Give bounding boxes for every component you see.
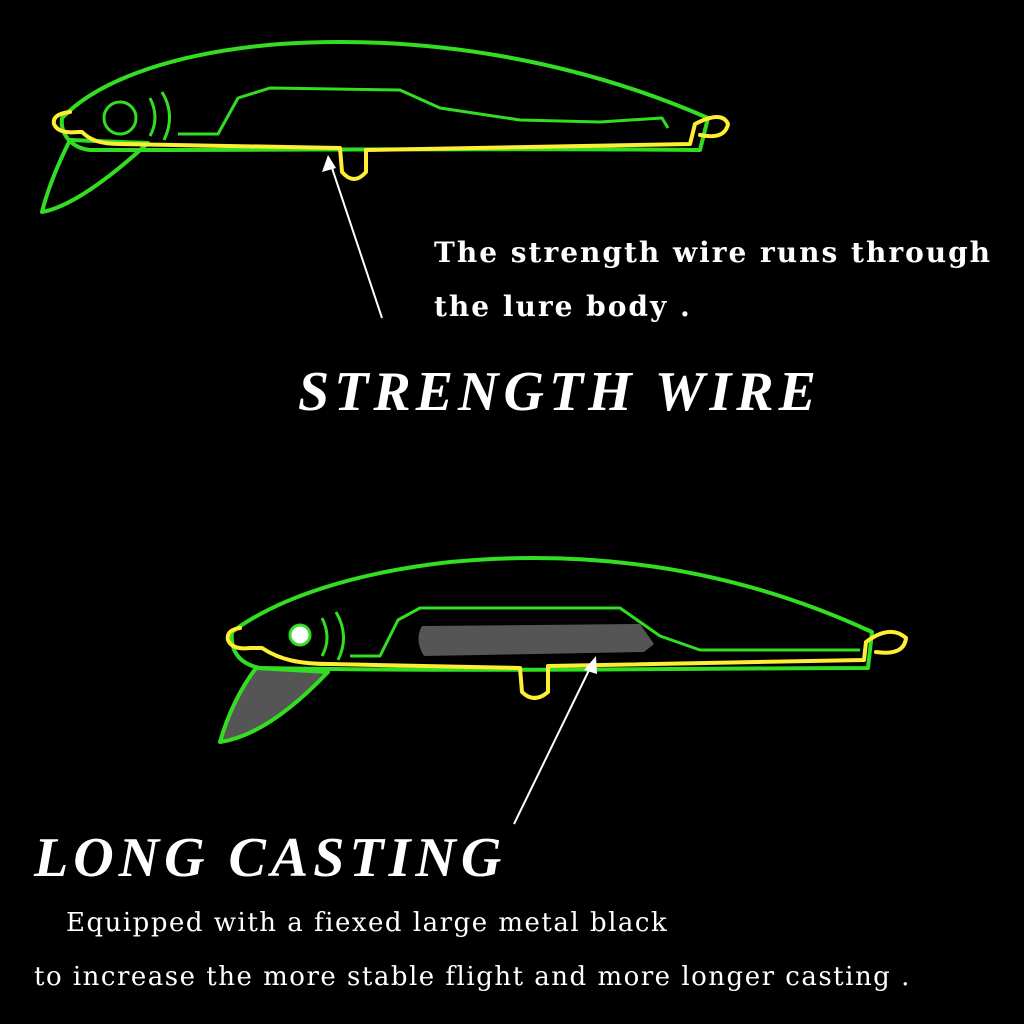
- strength-heading: STRENGTH WIRE: [298, 361, 821, 423]
- lure-bottom-body: [229, 556, 874, 672]
- lure-top-lip: [40, 138, 150, 214]
- lure-bottom: [218, 556, 908, 744]
- metal-block: [418, 624, 654, 656]
- casting-description-line1: Equipped with a fiexed large metal black: [66, 908, 669, 938]
- lure-top-inner-line: [178, 86, 670, 136]
- strength-description-line1: The strength wire runs through: [434, 236, 993, 269]
- lure-bottom-lip: [218, 666, 330, 744]
- lure-top-gills: [148, 91, 171, 141]
- lure-bottom-wire: [225, 626, 908, 700]
- lure-top-body: [59, 40, 710, 152]
- arrow-metal-block: [513, 656, 597, 825]
- lure-bottom-eye: [288, 623, 312, 647]
- casting-description-line2: to increase the more stable flight and m…: [34, 962, 911, 992]
- lure-top-wire: [51, 110, 730, 181]
- strength-description-line2: the lure body .: [434, 290, 692, 323]
- lure-top-eye: [102, 100, 138, 136]
- casting-heading: LONG CASTING: [34, 827, 507, 889]
- lure-bottom-inner-line: [350, 606, 860, 658]
- lure-top: [40, 40, 730, 214]
- arrow-strength-wire: [322, 155, 383, 319]
- lure-bottom-gills: [320, 611, 345, 661]
